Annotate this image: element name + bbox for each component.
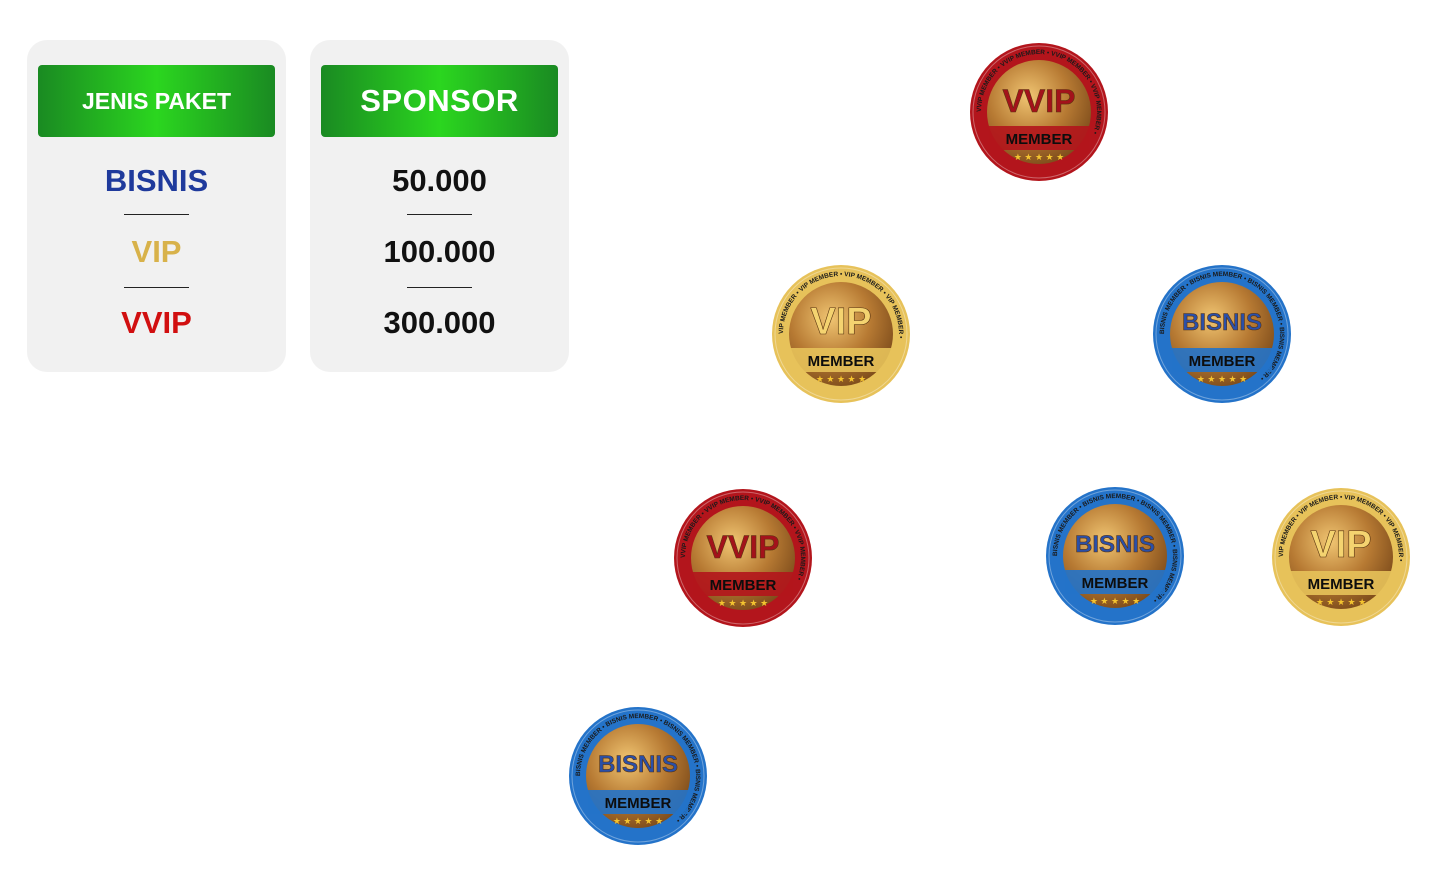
svg-text:★ ★ ★ ★ ★: ★ ★ ★ ★ ★ bbox=[718, 598, 768, 608]
divider bbox=[407, 287, 472, 288]
sponsor-value-vip: 100.000 bbox=[383, 234, 496, 269]
svg-text:★ ★ ★ ★ ★: ★ ★ ★ ★ ★ bbox=[816, 374, 866, 384]
svg-text:★ ★ ★ ★ ★: ★ ★ ★ ★ ★ bbox=[1090, 596, 1140, 606]
sponsor-value-vvip: 300.000 bbox=[383, 305, 496, 340]
divider bbox=[124, 287, 189, 288]
divider bbox=[407, 214, 472, 215]
svg-text:BISNIS: BISNIS bbox=[1075, 531, 1155, 558]
svg-text:★ ★ ★ ★ ★: ★ ★ ★ ★ ★ bbox=[613, 816, 663, 826]
svg-text:MEMBER: MEMBER bbox=[1308, 576, 1375, 593]
vvip-member-badge: VVIP MEMBER • VVIP MEMBER • VVIP MEMBER … bbox=[673, 488, 813, 628]
svg-text:MEMBER: MEMBER bbox=[1082, 575, 1149, 592]
svg-text:MEMBER: MEMBER bbox=[808, 353, 875, 370]
package-vvip-label: VVIP bbox=[121, 305, 192, 340]
package-bisnis-label: BISNIS bbox=[104, 163, 209, 198]
svg-text:MEMBER: MEMBER bbox=[1006, 131, 1073, 148]
vip-member-badge: VIP MEMBER • VIP MEMBER • VIP MEMBER • V… bbox=[771, 264, 911, 404]
package-type-header: JENIS PAKET bbox=[38, 65, 275, 137]
svg-text:MEMBER: MEMBER bbox=[605, 795, 672, 812]
vvip-member-badge: VVIP MEMBER • VVIP MEMBER • VVIP MEMBER … bbox=[969, 42, 1109, 182]
svg-text:BISNIS: BISNIS bbox=[1182, 309, 1262, 336]
svg-text:VIP: VIP bbox=[1310, 524, 1371, 566]
svg-text:★ ★ ★ ★ ★: ★ ★ ★ ★ ★ bbox=[1014, 152, 1064, 162]
bisnis-member-badge: BISNIS MEMBER • BISNIS MEMBER • BISNIS M… bbox=[1152, 264, 1292, 404]
sponsor-header: SPONSOR bbox=[321, 65, 558, 137]
svg-text:MEMBER: MEMBER bbox=[1189, 353, 1256, 370]
sponsor-card: SPONSOR 50.000 100.000 300.000 bbox=[310, 40, 569, 372]
svg-text:★ ★ ★ ★ ★: ★ ★ ★ ★ ★ bbox=[1316, 597, 1366, 607]
bisnis-member-badge: BISNIS MEMBER • BISNIS MEMBER • BISNIS M… bbox=[1045, 486, 1185, 626]
package-type-card: JENIS PAKET BISNIS VIP VVIP bbox=[27, 40, 286, 372]
divider bbox=[124, 214, 189, 215]
vip-member-badge: VIP MEMBER • VIP MEMBER • VIP MEMBER • V… bbox=[1271, 487, 1411, 627]
svg-text:MEMBER: MEMBER bbox=[710, 577, 777, 594]
bisnis-member-badge: BISNIS MEMBER • BISNIS MEMBER • BISNIS M… bbox=[568, 706, 708, 846]
svg-text:VIP: VIP bbox=[810, 301, 871, 343]
svg-text:VVIP: VVIP bbox=[707, 529, 780, 565]
sponsor-value-bisnis: 50.000 bbox=[392, 163, 487, 198]
svg-text:BISNIS: BISNIS bbox=[598, 751, 678, 778]
svg-text:VVIP: VVIP bbox=[1003, 83, 1076, 119]
package-vip-label: VIP bbox=[131, 234, 182, 269]
svg-text:★ ★ ★ ★ ★: ★ ★ ★ ★ ★ bbox=[1197, 374, 1247, 384]
